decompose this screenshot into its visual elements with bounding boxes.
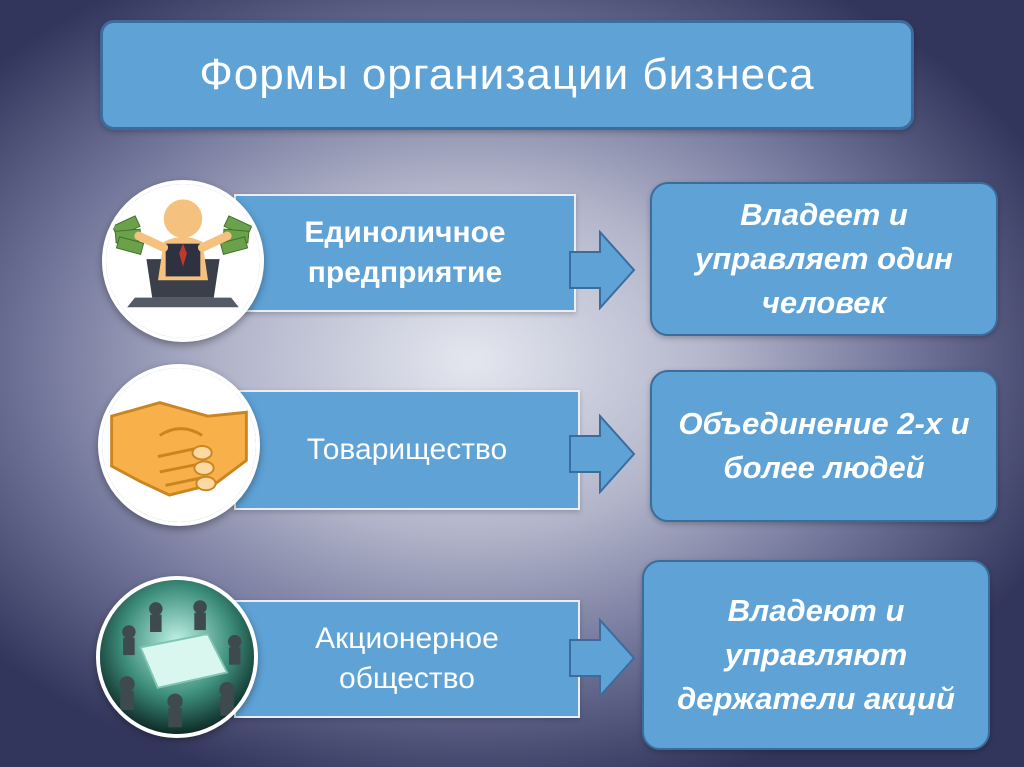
desc-line: Объединение 2-х и <box>678 406 970 441</box>
label-box-sole-proprietorship: Единоличное предприятие <box>234 194 576 312</box>
desc-line: более людей <box>723 450 925 485</box>
arrow-right-icon <box>569 618 636 698</box>
label-box-partnership: Товарищество <box>234 390 580 510</box>
desc-line: управляют <box>724 637 908 672</box>
title-box: Формы организации бизнеса <box>100 20 914 130</box>
label-box-joint-stock-company: Акционерное общество <box>234 600 580 718</box>
label-line: Единоличное <box>304 216 506 249</box>
label-line: общество <box>339 662 475 695</box>
desc-line: Владеет и <box>740 197 908 232</box>
handshake-icon <box>98 364 260 526</box>
desc-line: держатели акций <box>677 681 955 716</box>
desc-box-partnership: Объединение 2-х и более людей <box>650 370 998 522</box>
meeting-table-icon <box>96 576 258 738</box>
label-line: предприятие <box>307 256 503 289</box>
arrow-right-icon <box>569 414 636 494</box>
businessman-with-money-icon <box>102 180 264 342</box>
page-title: Формы организации бизнеса <box>199 50 815 99</box>
label-line: Товарищество <box>306 433 508 466</box>
desc-box-sole-proprietorship: Владеет и управляет один человек <box>650 182 998 336</box>
arrow-right-icon <box>569 230 636 310</box>
desc-box-joint-stock-company: Владеют и управляют держатели акций <box>642 560 990 750</box>
desc-line: управляет один <box>695 241 953 276</box>
label-line: Акционерное <box>315 622 499 655</box>
desc-line: человек <box>761 285 887 320</box>
desc-line: Владеют и <box>727 593 905 628</box>
